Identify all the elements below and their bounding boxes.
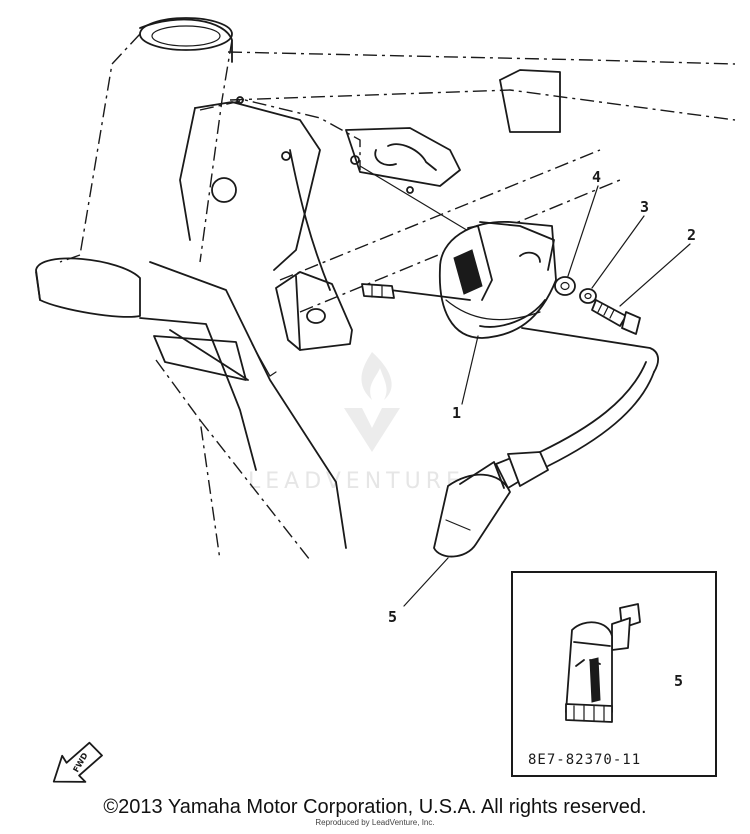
- copyright-notice: ©2013 Yamaha Motor Corporation, U.S.A. A…: [103, 796, 647, 818]
- primary-lead-wire: [361, 283, 471, 301]
- frame: [35, 17, 736, 561]
- fwd-arrow-icon[interactable]: FWD: [46, 740, 108, 791]
- washer-part-4: [554, 276, 576, 296]
- callout-5-inset: 5: [674, 672, 683, 690]
- watermark-flame-icon: [361, 352, 392, 400]
- callout-1: 1: [452, 404, 461, 422]
- callout-3: 3: [640, 198, 649, 216]
- bolt-part-2: [591, 299, 641, 335]
- hardware: [554, 276, 641, 335]
- callout-5: 5: [388, 608, 397, 626]
- callout-4: 4: [592, 168, 601, 186]
- inset-box: 5 8E7-82370-11: [511, 571, 717, 777]
- reproduced-by-notice: Reproduced by LeadVenture, Inc.: [315, 818, 435, 827]
- ignition-coil: [438, 221, 659, 373]
- spark-plug-cap-main: [433, 361, 655, 558]
- watermark-text: LEADVENTURE: [248, 469, 465, 494]
- leadventure-watermark: LEADVENTURE: [248, 352, 465, 494]
- callout-2: 2: [687, 226, 696, 244]
- washer-part-3: [579, 288, 597, 304]
- spark-plug-cap-inset: [565, 603, 641, 723]
- watermark-v-icon: [344, 408, 400, 452]
- inset-part-number: 8E7-82370-11: [528, 752, 641, 768]
